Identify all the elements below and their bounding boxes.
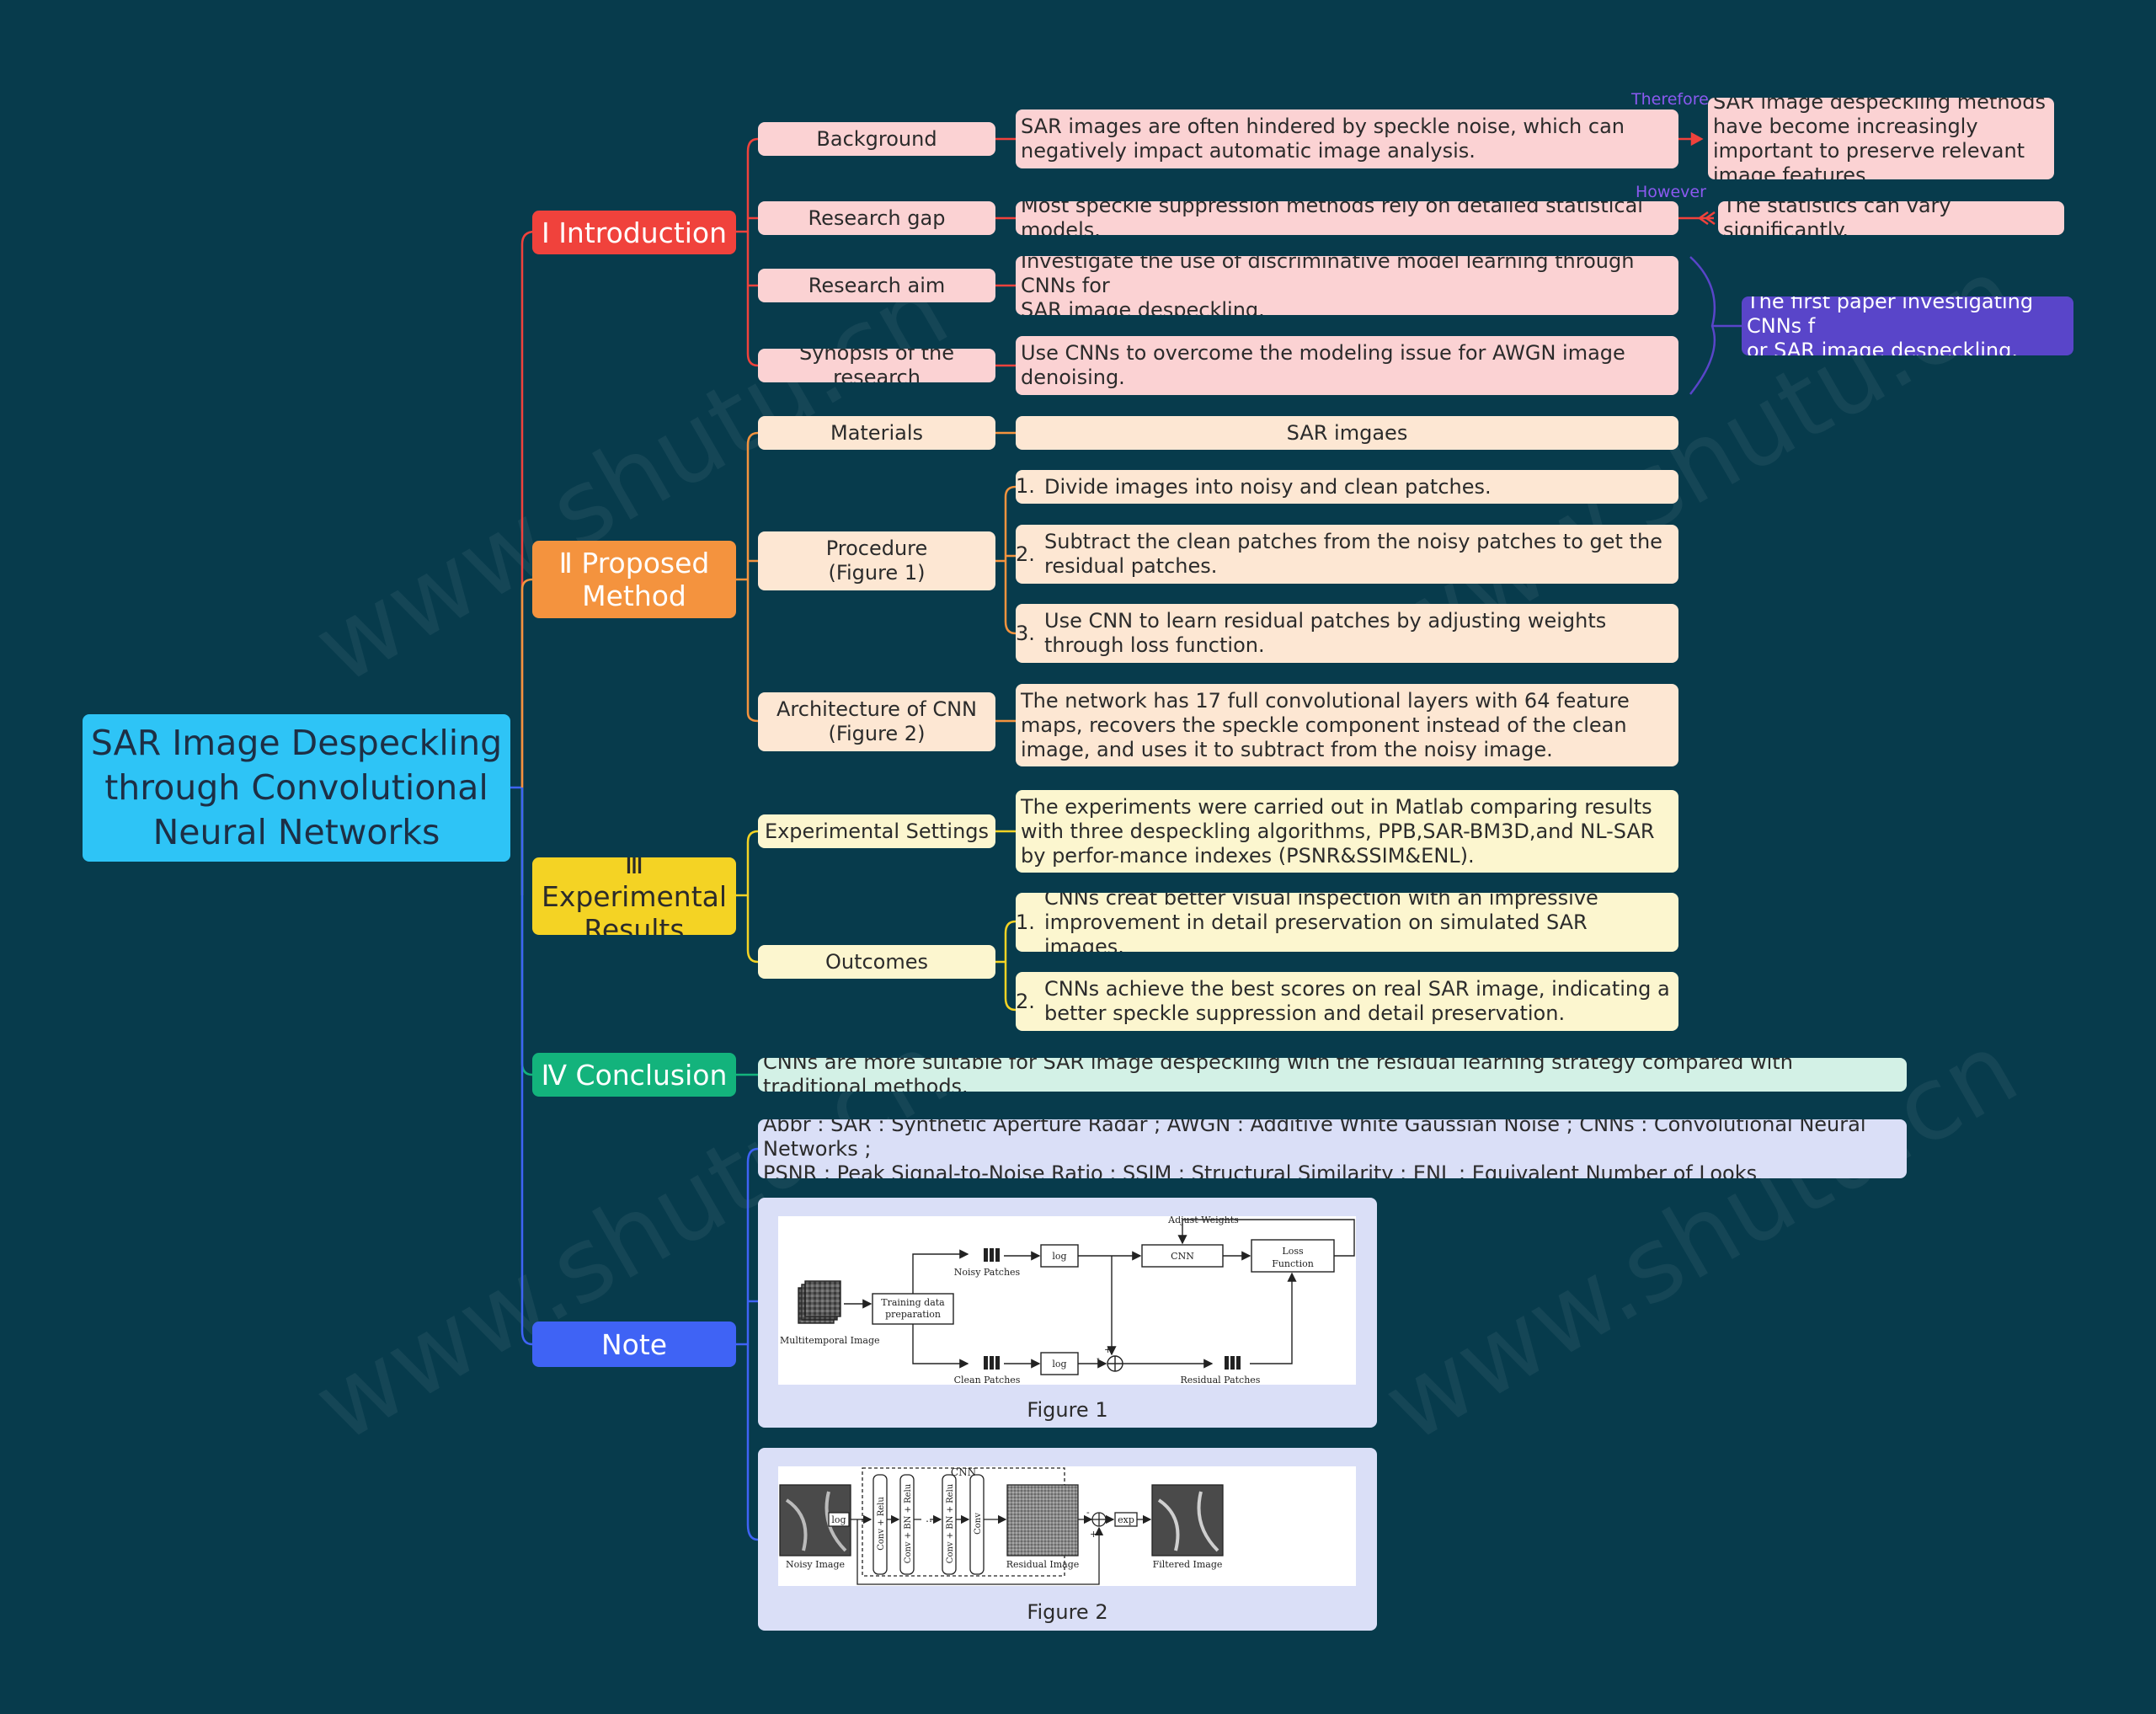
background-result[interactable]: SAR image despeckling methods have becom… [1708, 98, 2054, 179]
fig1-preparation: preparation [885, 1309, 941, 1320]
figure-2-caption: Figure 2 [1027, 1600, 1108, 1624]
procedure-step-1[interactable]: Divide images into noisy and clean patch… [1016, 470, 1678, 504]
fig2-log: log [831, 1514, 846, 1525]
fig1-adjust-weights: Adjust Weights [1167, 1216, 1239, 1225]
step-text: Subtract the clean patches from the nois… [1044, 530, 1662, 578]
research-aim-text[interactable]: Investigate the use of discriminative mo… [1016, 256, 1678, 315]
fig2-layer-16: Conv + BN + Relu [946, 1483, 955, 1563]
research-gap-label[interactable]: Research gap [758, 201, 995, 235]
outcome-item-2[interactable]: CNNs achieve the best scores on real SAR… [1016, 972, 1678, 1031]
section-conclusion[interactable]: Ⅳ Conclusion [532, 1053, 736, 1097]
fig2-cnn: CNN [951, 1466, 976, 1478]
root-title[interactable]: SAR Image Despeckling through Convolutio… [83, 714, 510, 862]
research-gap-result[interactable]: The statistics can vary significantly. [1718, 201, 2064, 235]
background-label[interactable]: Background [758, 122, 995, 156]
outcome-item-1[interactable]: CNNs creat better visual inspection with… [1016, 893, 1678, 952]
figure-2-panel[interactable]: log exp CNN Noisy Image Residual Image F… [758, 1448, 1377, 1631]
fig1-multitemporal-image: Multitemporal Image [780, 1335, 880, 1346]
fig1-plus: + [1104, 1344, 1112, 1355]
outcome-text: CNNs creat better visual inspection with… [1044, 893, 1598, 952]
relation-therefore: Therefore [1631, 90, 1709, 109]
section-proposed-method[interactable]: Ⅱ Proposed Method [532, 541, 736, 618]
fig1-noisy-patches: Noisy Patches [954, 1267, 1021, 1278]
step-number: 3. [1016, 622, 1035, 645]
procedure-step-3[interactable]: Use CNN to learn residual patches by adj… [1016, 604, 1678, 663]
fig1-function: Function [1272, 1258, 1314, 1269]
fig1-clean-patches: Clean Patches [954, 1375, 1021, 1385]
fig2-filtered-image: Filtered Image [1153, 1559, 1223, 1570]
fig2-minus: - [1086, 1507, 1090, 1518]
fig1-training-data: Training data [881, 1297, 945, 1308]
fig1-loss: Loss [1282, 1246, 1304, 1257]
fig1-cnn: CNN [1171, 1251, 1194, 1262]
research-gap-text[interactable]: Most speckle suppression methods rely on… [1016, 201, 1678, 235]
fig2-layer-2: Conv + BN + Relu [904, 1483, 913, 1563]
background-text[interactable]: SAR images are often hindered by speckle… [1016, 109, 1678, 168]
step-text: Divide images into noisy and clean patch… [1044, 474, 1492, 499]
settings-label[interactable]: Experimental Settings [758, 814, 995, 848]
fig2-residual-image: Residual Image [1006, 1559, 1080, 1570]
figure-2-diagram: log exp CNN Noisy Image Residual Image F… [778, 1466, 1356, 1586]
fig2-exp: exp [1118, 1514, 1134, 1525]
fig1-residual-patches: Residual Patches [1181, 1375, 1261, 1385]
fig1-log-top: log [1052, 1251, 1066, 1262]
fig2-layer-1: Conv + Relu [877, 1497, 886, 1551]
fig2-layer-17: Conv [974, 1513, 983, 1535]
fig1-log-bottom: log [1052, 1359, 1066, 1370]
synopsis-label[interactable]: Synopsis of the research [758, 349, 995, 382]
fig2-noisy-image: Noisy Image [786, 1559, 845, 1570]
outcome-number: 2. [1016, 990, 1035, 1013]
figure-1-diagram: Adjust Weights Loss Function CNN log log… [778, 1215, 1356, 1386]
architecture-text[interactable]: The network has 17 full convolutional la… [1016, 684, 1678, 766]
architecture-label[interactable]: Architecture of CNN (Figure 2) [758, 692, 995, 751]
synopsis-text[interactable]: Use CNNs to overcome the modeling issue … [1016, 336, 1678, 395]
procedure-step-2[interactable]: Subtract the clean patches from the nois… [1016, 525, 1678, 584]
settings-text[interactable]: The experiments were carried out in Matl… [1016, 790, 1678, 873]
outcomes-label[interactable]: Outcomes [758, 945, 995, 979]
abbreviations[interactable]: Abbr : SAR : Synthetic Aperture Radar ; … [758, 1119, 1907, 1178]
outcome-text: CNNs achieve the best scores on real SAR… [1044, 977, 1670, 1025]
research-aim-label[interactable]: Research aim [758, 269, 995, 302]
materials-label[interactable]: Materials [758, 416, 995, 450]
materials-text[interactable]: SAR imgaes [1016, 416, 1678, 450]
relation-however: However [1636, 183, 1706, 201]
summary-annotation[interactable]: The first paper investigating CNNs f or … [1742, 296, 2073, 355]
conclusion-text[interactable]: CNNs are more suitable for SAR image des… [758, 1058, 1907, 1092]
section-experimental-results[interactable]: Ⅲ Experimental Results [532, 857, 736, 935]
step-number: 2. [1016, 542, 1035, 566]
figure-1-panel[interactable]: Adjust Weights Loss Function CNN log log… [758, 1198, 1377, 1428]
fig2-plus: + [1090, 1529, 1097, 1540]
outcome-number: 1. [1016, 910, 1035, 934]
svg-text:…: … [926, 1513, 936, 1524]
procedure-label[interactable]: Procedure (Figure 1) [758, 531, 995, 590]
step-number: 1. [1016, 474, 1035, 498]
section-note[interactable]: Note [532, 1322, 736, 1367]
step-text: Use CNN to learn residual patches by adj… [1044, 609, 1607, 657]
section-introduction[interactable]: Ⅰ Introduction [532, 211, 736, 254]
fig1-minus: - [1097, 1353, 1100, 1364]
figure-1-caption: Figure 1 [1027, 1398, 1108, 1422]
